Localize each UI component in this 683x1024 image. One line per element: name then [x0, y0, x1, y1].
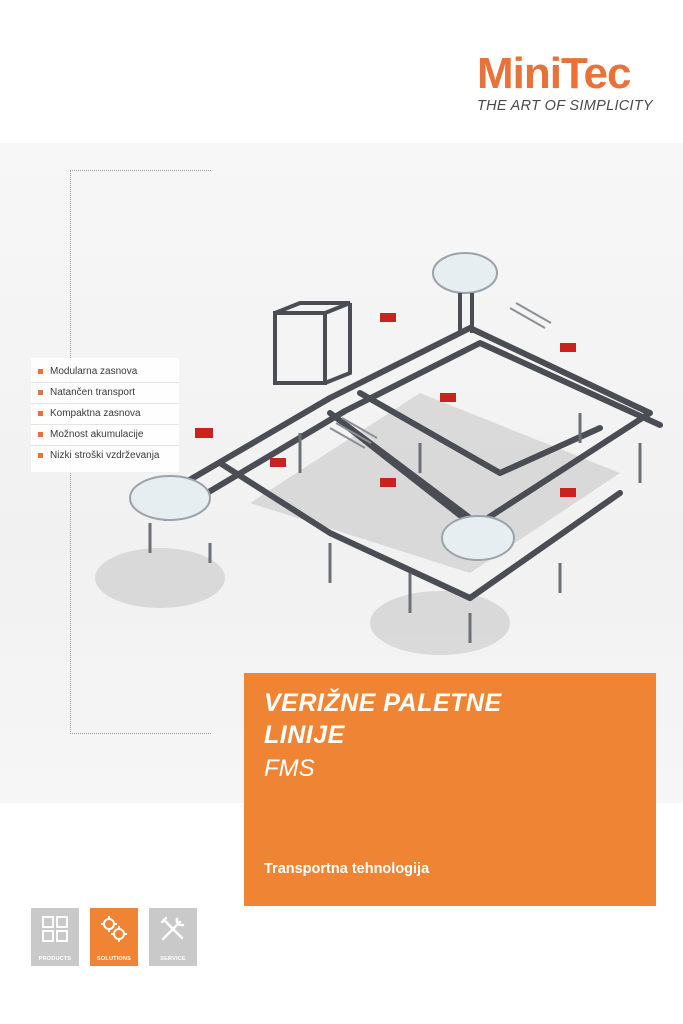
tile-service[interactable]: SERVICE: [149, 908, 197, 966]
gears-icon: [101, 916, 127, 942]
category-tiles: PRODUCTS SOLUTIONS SERVICE: [31, 908, 197, 966]
grid-icon: [42, 916, 68, 942]
page-title: VERIŽNE PALETNE LINIJE: [264, 689, 502, 749]
brand-name: MiniTec: [476, 49, 632, 98]
brand-logo: MiniTec THE ART OF SIMPLICITY: [476, 49, 653, 115]
conveyor-system-illustration: [95, 252, 663, 655]
list-item: Nizki stroški vzdrževanja: [31, 446, 179, 466]
bullet-icon: [38, 453, 43, 458]
list-item: Kompaktna zasnova: [31, 404, 179, 425]
title-panel: VERIŽNE PALETNE LINIJE FMS Transportna t…: [244, 673, 656, 906]
tile-solutions[interactable]: SOLUTIONS: [90, 908, 138, 966]
bullet-icon: [38, 390, 43, 395]
tile-label: SERVICE: [160, 956, 186, 962]
page-subtitle: FMS: [264, 755, 315, 782]
feature-list: Modularna zasnova Natančen transport Kom…: [31, 358, 179, 472]
list-item: Možnost akumulacije: [31, 425, 179, 446]
bullet-icon: [38, 411, 43, 416]
tile-products[interactable]: PRODUCTS: [31, 908, 79, 966]
tile-label: SOLUTIONS: [97, 956, 131, 962]
bullet-icon: [38, 432, 43, 437]
list-item: Natančen transport: [31, 383, 179, 404]
tile-label: PRODUCTS: [38, 956, 72, 962]
list-item: Modularna zasnova: [31, 362, 179, 383]
tools-icon: [160, 916, 185, 941]
brand-tagline: THE ART OF SIMPLICITY: [476, 98, 653, 114]
category-label: Transportna tehnologija: [264, 861, 430, 877]
bullet-icon: [38, 369, 43, 374]
